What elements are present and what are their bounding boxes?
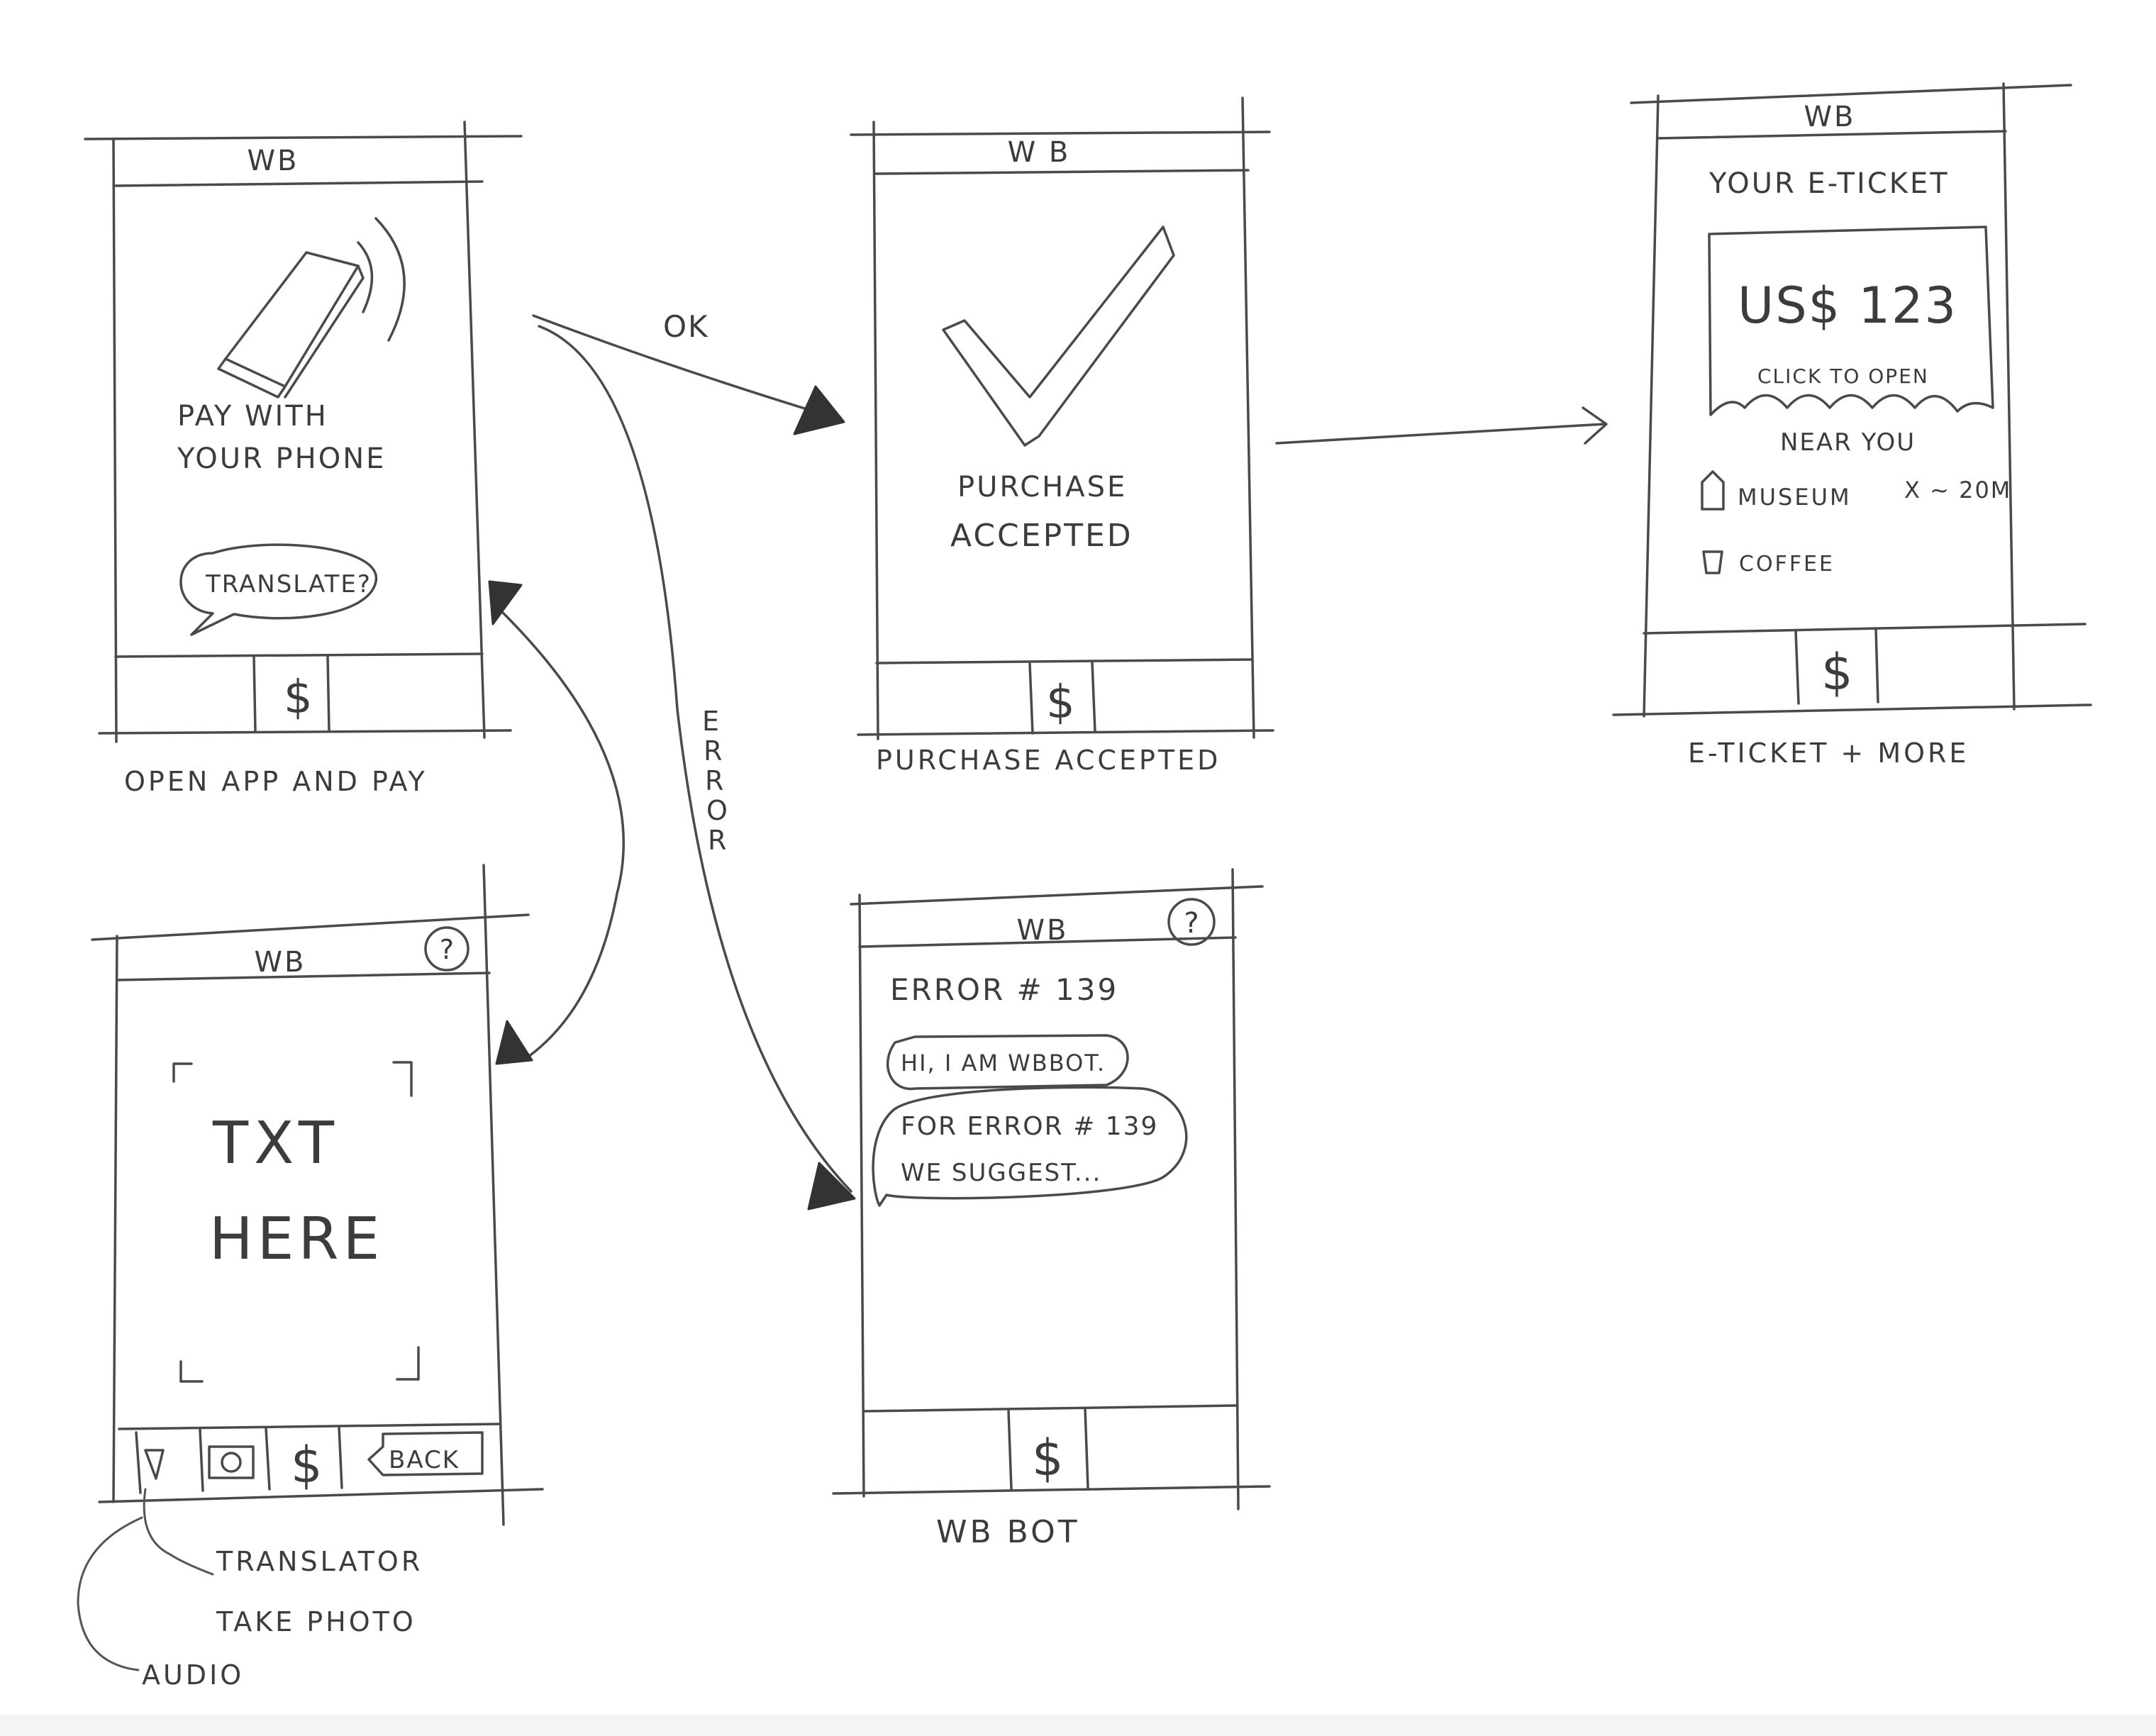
- your-phone-text: YOUR PHONE: [177, 443, 386, 475]
- help-icon: ?: [1184, 907, 1199, 940]
- tab-pay-dollar[interactable]: $: [284, 672, 313, 724]
- caption-open-app-and-pay: OPEN APP AND PAY: [124, 766, 428, 797]
- screen-accepted-title: W B: [1008, 136, 1071, 169]
- ticket-hint: CLICK TO OPEN: [1757, 365, 1929, 388]
- ticket-amount: US$ 123: [1738, 277, 1957, 335]
- screen-accepted: W B PURCHASE ACCEPTED $ PURCHASE ACCEPTE…: [850, 96, 1274, 776]
- flow-error-label-letter: R: [704, 735, 723, 767]
- screen-bot: WB ? ERROR # 139 HI, I AM WBBOT. FOR ERR…: [832, 868, 1271, 1550]
- caption-purchase-accepted: PURCHASE ACCEPTED: [876, 745, 1221, 776]
- flow-arrows: OK E R R O R: [488, 309, 1608, 1211]
- near-item-museum[interactable]: MUSEUM X ~ 20M: [1701, 470, 2011, 511]
- chat-bubble-greeting: HI, I AM WBBOT.: [887, 1034, 1129, 1091]
- back-button[interactable]: BACK: [367, 1431, 484, 1476]
- flow-error-label-letter: E: [702, 706, 721, 737]
- ticket-card[interactable]: US$ 123 CLICK TO OPEN: [1708, 226, 1994, 416]
- flow-error-label-letter: R: [708, 825, 728, 856]
- tab-bot-dollar[interactable]: $: [1032, 1429, 1064, 1487]
- chat-message-line-2: WE SUGGEST...: [901, 1159, 1101, 1187]
- tab-eticket-dollar[interactable]: $: [1821, 643, 1853, 701]
- screen-eticket: WB YOUR E-TICKET US$ 123 CLICK TO OPEN N…: [1612, 82, 2092, 769]
- accepted-text: ACCEPTED: [950, 518, 1133, 554]
- help-button-bot[interactable]: ?: [1167, 898, 1216, 946]
- help-button-translator[interactable]: ?: [424, 926, 469, 972]
- museum-icon: [1701, 470, 1725, 511]
- screen-pay: WB PAY WITH YOUR PHONE TRANSLATE? $ OPEN…: [84, 121, 523, 797]
- flow-ok-label: OK: [663, 309, 709, 344]
- near-item-museum-label: MUSEUM: [1738, 484, 1852, 511]
- near-item-museum-distance: X ~ 20M: [1904, 477, 2011, 503]
- pay-with-text: PAY WITH: [177, 400, 328, 433]
- phone-illustration: [217, 217, 406, 399]
- purchase-text: PURCHASE: [957, 471, 1127, 503]
- arrow-ok: [532, 314, 838, 420]
- screen-translator-title: WB: [255, 946, 306, 979]
- tab-translator-dollar[interactable]: $: [291, 1436, 323, 1494]
- near-item-coffee-label: COFFEE: [1739, 552, 1835, 577]
- chat-message-greeting: HI, I AM WBBOT.: [901, 1050, 1106, 1076]
- arrow-eticket: [1275, 423, 1606, 445]
- arrow-translate: [495, 605, 626, 1058]
- txt-line-1: TXT: [212, 1110, 340, 1177]
- coffee-icon: [1702, 550, 1723, 574]
- screen-eticket-title: WB: [1804, 101, 1856, 133]
- near-item-coffee[interactable]: COFFEE: [1702, 550, 1835, 577]
- note-take-photo: TAKE PHOTO: [216, 1606, 416, 1637]
- back-button-label: BACK: [389, 1446, 460, 1474]
- arrow-error: [538, 325, 852, 1193]
- caption-wb-bot: WB BOT: [936, 1514, 1080, 1550]
- error-line: ERROR # 139: [890, 972, 1118, 1007]
- your-eticket-heading: YOUR E-TICKET: [1708, 167, 1950, 200]
- help-icon: ?: [440, 934, 454, 965]
- note-translator: TRANSLATOR: [216, 1546, 423, 1577]
- near-you-label: NEAR YOU: [1780, 428, 1916, 457]
- bottom-strip: [0, 1715, 2156, 1736]
- flow-error-label: E R R O R: [702, 706, 739, 856]
- screen-translator: WB ? TXT HERE $ BACK TRANSLATOR TAKE PHO…: [77, 864, 544, 1691]
- tab-accepted-dollar[interactable]: $: [1046, 677, 1075, 729]
- audio-tab-icon[interactable]: [144, 1449, 165, 1480]
- chat-message-line-1: FOR ERROR # 139: [901, 1112, 1158, 1141]
- screen-bot-title: WB: [1017, 914, 1069, 947]
- flow-error-label-letter: O: [706, 795, 729, 826]
- chat-bubble-suggestion: FOR ERROR # 139 WE SUGGEST...: [872, 1086, 1188, 1207]
- screen-pay-title: WB: [248, 145, 299, 177]
- txt-line-2: HERE: [209, 1206, 384, 1273]
- caption-eticket-more: E-TICKET + MORE: [1688, 738, 1969, 769]
- camera-frame: [172, 1061, 420, 1383]
- flow-error-label-letter: R: [705, 765, 725, 796]
- camera-tab-icon[interactable]: [208, 1445, 255, 1479]
- note-audio: AUDIO: [142, 1659, 244, 1691]
- translate-bubble-text: TRANSLATE?: [205, 570, 372, 599]
- translate-bubble[interactable]: TRANSLATE?: [179, 543, 377, 636]
- checkmark-icon: [942, 226, 1175, 447]
